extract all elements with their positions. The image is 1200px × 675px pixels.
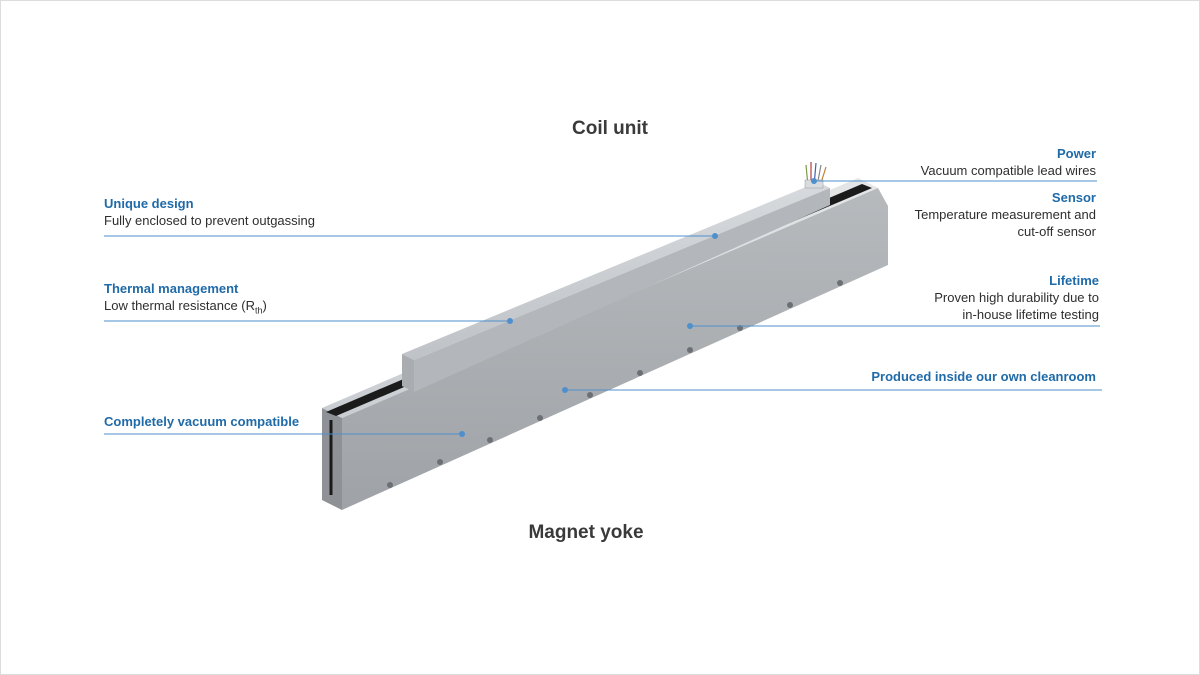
coil-unit-title: Coil unit xyxy=(572,118,648,139)
callout-heading: Completely vacuum compatible xyxy=(104,414,300,429)
callout-heading: Lifetime xyxy=(1049,273,1099,288)
callout-heading: Unique design xyxy=(104,196,194,211)
callout-text: Low thermal resistance (Rth) xyxy=(104,298,267,316)
callout-heading: Produced inside our own cleanroom xyxy=(871,369,1096,384)
callout-heading: Power xyxy=(1056,146,1096,161)
lead-wires xyxy=(804,162,827,189)
yoke-front-face xyxy=(342,188,888,510)
coil-top-face xyxy=(402,182,830,360)
callout-sensor: Sensor Temperature measurement and cut-o… xyxy=(915,189,1096,240)
callout-text: Vacuum compatible lead wires xyxy=(920,163,1096,178)
callout-cleanroom: Produced inside our own cleanroom xyxy=(871,368,1096,385)
yoke-holes xyxy=(387,280,843,488)
callout-text: cut-off sensor xyxy=(1017,224,1096,239)
callout-lifetime: Lifetime Proven high durability due to i… xyxy=(934,272,1099,323)
coil-front-face xyxy=(402,354,414,392)
callout-unique-design: Unique design Fully enclosed to prevent … xyxy=(104,195,315,229)
callout-heading: Sensor xyxy=(1051,190,1096,205)
magnet-yoke-title: Magnet yoke xyxy=(528,522,644,543)
callout-text: in-house lifetime testing xyxy=(962,307,1099,322)
callout-vacuum-compatible: Completely vacuum compatible xyxy=(104,413,299,430)
callout-text: Temperature measurement and xyxy=(914,207,1096,222)
callout-text: Proven high durability due to xyxy=(934,290,1099,305)
callout-heading: Thermal management xyxy=(104,281,239,296)
callout-thermal-management: Thermal management Low thermal resistanc… xyxy=(104,280,267,320)
callout-text: Fully enclosed to prevent outgassing xyxy=(104,213,316,228)
callout-power: Power Vacuum compatible lead wires xyxy=(921,145,1096,179)
